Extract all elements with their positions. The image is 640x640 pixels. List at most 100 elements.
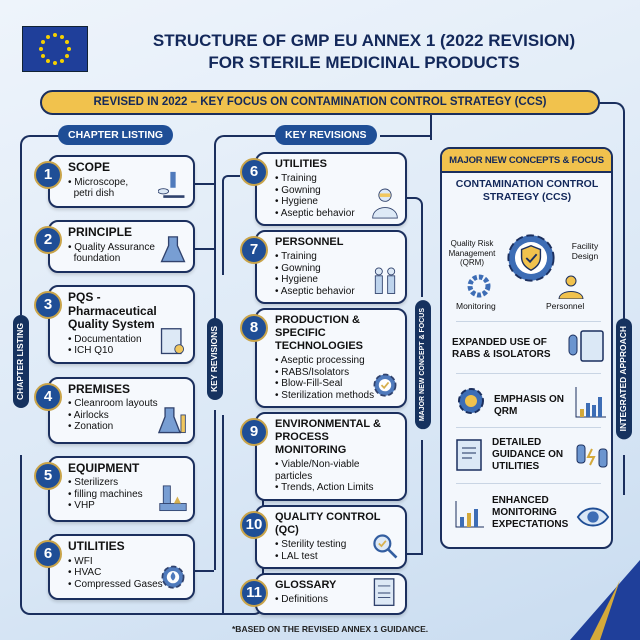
page-title: STRUCTURE OF GMP EU ANNEX 1 (2022 REVISI…: [92, 30, 636, 74]
bullet-item: • Microscope,: [68, 176, 129, 188]
gowned-person-icon: [372, 188, 398, 219]
bullet-item: • ICH Q10: [68, 345, 114, 357]
chapter-number-badge: 3: [34, 291, 62, 320]
cycle-personnel: Personnel: [546, 301, 585, 311]
magnifier-check-icon: [373, 534, 398, 559]
chapter-title: UTILITIES: [275, 158, 327, 170]
bullet-item: • Zonation: [68, 421, 114, 433]
bullet-item: • Airlocks: [68, 409, 109, 421]
chapter-card-2: PRINCIPLE • Quality Assurance foundation: [48, 220, 195, 274]
connector-line: [214, 135, 276, 322]
chapter-title: PRINCIPLE: [68, 225, 133, 240]
key-revisions-side-label: KEY REVISIONS: [207, 318, 223, 400]
bullet-item: • HVAC: [68, 567, 102, 578]
flask-icon: [160, 236, 186, 263]
footnote: *BASED ON THE REVISED ANNEX 1 GUIDANCE.: [232, 624, 429, 634]
chapter-number-badge: 1: [34, 161, 62, 189]
chapter-title: PRODUCTION & SPECIFIC TECHNOLOGIES: [275, 314, 364, 352]
bullet-list: • Sterilizers• filling machines• VHP: [68, 477, 187, 512]
bullet-item: • Sterilization methods: [275, 389, 375, 401]
connector-line: [214, 410, 216, 570]
gear-drop-icon: [161, 565, 185, 589]
connector-line: [195, 570, 214, 572]
major-concepts-panel: MAJOR NEW CONCEPTS & FOCUS CONTAMINATION…: [440, 147, 613, 549]
chapter-card-9: ENVIRONMENTAL & PROCESS MONITORING• Viab…: [255, 412, 407, 501]
feature-utilities: DETAILED GUIDANCE ON UTILITIES: [492, 437, 564, 472]
bullet-item: • Aseptic behavior: [275, 285, 355, 297]
chapter-card-11: GLOSSARY • Definitions: [255, 573, 407, 615]
bullet-list: • Viable/Non-viable particles• Trends, A…: [275, 459, 399, 494]
chapter-number-badge: 5: [34, 461, 62, 490]
chapter-card-1: SCOPE • Microscope, petri dish: [48, 155, 195, 208]
chapter-title: EQUIPMENT: [68, 460, 140, 475]
chapter-card-6: UTILITIES • Training• Gowning• Hygiene• A…: [255, 152, 407, 226]
bullet-list: • Documentation• ICH Q10: [68, 334, 187, 357]
bullet-item: • Trends, Action Limits: [275, 482, 374, 493]
connector-line: [380, 135, 432, 137]
chapter-number-badge: 9: [240, 418, 268, 446]
chapter-card-5: EQUIPMENT • Sterilizers• filling machines…: [48, 455, 195, 522]
bullet-item: • VHP: [68, 500, 95, 512]
bullet-item: • filling machines: [68, 488, 143, 500]
bullet-list: • Training• Gowning• Hygiene• Aseptic be…: [275, 173, 399, 219]
bullet-list: • WFI• HVAC• Compressed Gases: [68, 556, 187, 591]
chapter-title: QUALITY CONTROL (QC): [275, 511, 381, 536]
ccs-gear-shield-icon: [507, 234, 555, 282]
bullet-list: • Cleanroom layouts• Airlocks• Zonation: [68, 398, 187, 433]
microscope-icon: [158, 171, 185, 198]
bullet-list: • Training• Gowning• Hygiene• Aseptic be…: [275, 251, 399, 297]
chapter-listing-side-label: CHAPTER LISTING: [13, 315, 29, 408]
chapter-card-7: PERSONNEL• Training• Gowning• Hygiene• A…: [255, 230, 407, 304]
feature-qrm: EMPHASIS ON QRM: [494, 394, 565, 417]
integrated-approach-label: INTEGRATED APPROACH: [616, 318, 632, 440]
bullet-list: • Definitions: [275, 594, 399, 606]
chapter-number-badge: 2: [34, 226, 62, 255]
major-concepts-side-label: MAJOR NEW CONCEPT & FOCUS: [415, 300, 431, 430]
trend-chart-icon: [455, 501, 484, 528]
bullet-list: • Microscope, petri dish: [68, 177, 187, 200]
bullet-item: • Gowning: [275, 184, 321, 196]
title-line-2: FOR STERILE MEDICINAL PRODUCTS: [208, 53, 520, 72]
bullet-item: • Quality Assurance: [68, 241, 155, 253]
chapter-title: PQS - Pharmaceutical Quality System: [68, 290, 157, 332]
chapter-title: SCOPE: [68, 160, 111, 174]
chapter-number-badge: 6: [240, 158, 268, 186]
bullet-list: • Quality Assurance foundation: [68, 242, 187, 265]
chapter-title: GLOSSARY: [275, 579, 337, 591]
connector-line: [222, 415, 240, 615]
integrated-arrow: [623, 455, 625, 495]
bullet-item: • Cleanroom layouts: [68, 398, 158, 410]
bullet-list: • Sterility testing• LAL test: [275, 539, 399, 562]
chapter-card-3: PQS - Pharmaceutical Quality System• Doc…: [48, 285, 195, 364]
bullet-item: • Hygiene: [275, 196, 318, 207]
bullet-item: • Sterilizers: [68, 477, 119, 489]
chapter-card-10: QUALITY CONTROL (QC) • Sterility testing•…: [255, 505, 407, 569]
connector-line: [222, 175, 240, 275]
personnel-group-icon: [558, 275, 584, 299]
connector-line: [405, 440, 423, 555]
bullet-item: • Aseptic processing: [275, 355, 365, 366]
cycle-facility-design: Facility Design: [571, 241, 599, 261]
cycle-monitoring: Monitoring: [456, 301, 496, 311]
connector-line: [598, 102, 625, 320]
clipboard-icon: [160, 327, 185, 355]
bullet-item: petri dish: [68, 188, 115, 199]
chapter-card-6: UTILITIES • WFI• HVAC• Compressed Gases: [48, 534, 195, 600]
bullet-item: • Viable/Non-viable particles: [275, 459, 363, 482]
chapter-title: UTILITIES: [68, 539, 125, 553]
bar-chart-icon: [575, 387, 606, 418]
corner-decoration: [570, 560, 640, 640]
clipboard-checklist-icon: [568, 330, 604, 362]
document-pen-icon: [456, 439, 482, 471]
chapter-title: PREMISES: [68, 381, 131, 396]
connector-line: [195, 183, 214, 185]
chapter-number-badge: 11: [240, 579, 268, 607]
connector-line: [195, 248, 214, 250]
bullet-item: • Gowning: [275, 262, 321, 274]
beaker-icon: [158, 406, 186, 433]
major-concepts-header: MAJOR NEW CONCEPTS & FOCUS: [442, 149, 611, 173]
bullet-item: • Sterility testing: [275, 539, 347, 550]
title-line-1: STRUCTURE OF GMP EU ANNEX 1 (2022 REVISI…: [152, 31, 576, 50]
bullet-item: • WFI: [68, 555, 93, 567]
bullet-item: • LAL test: [275, 550, 318, 562]
